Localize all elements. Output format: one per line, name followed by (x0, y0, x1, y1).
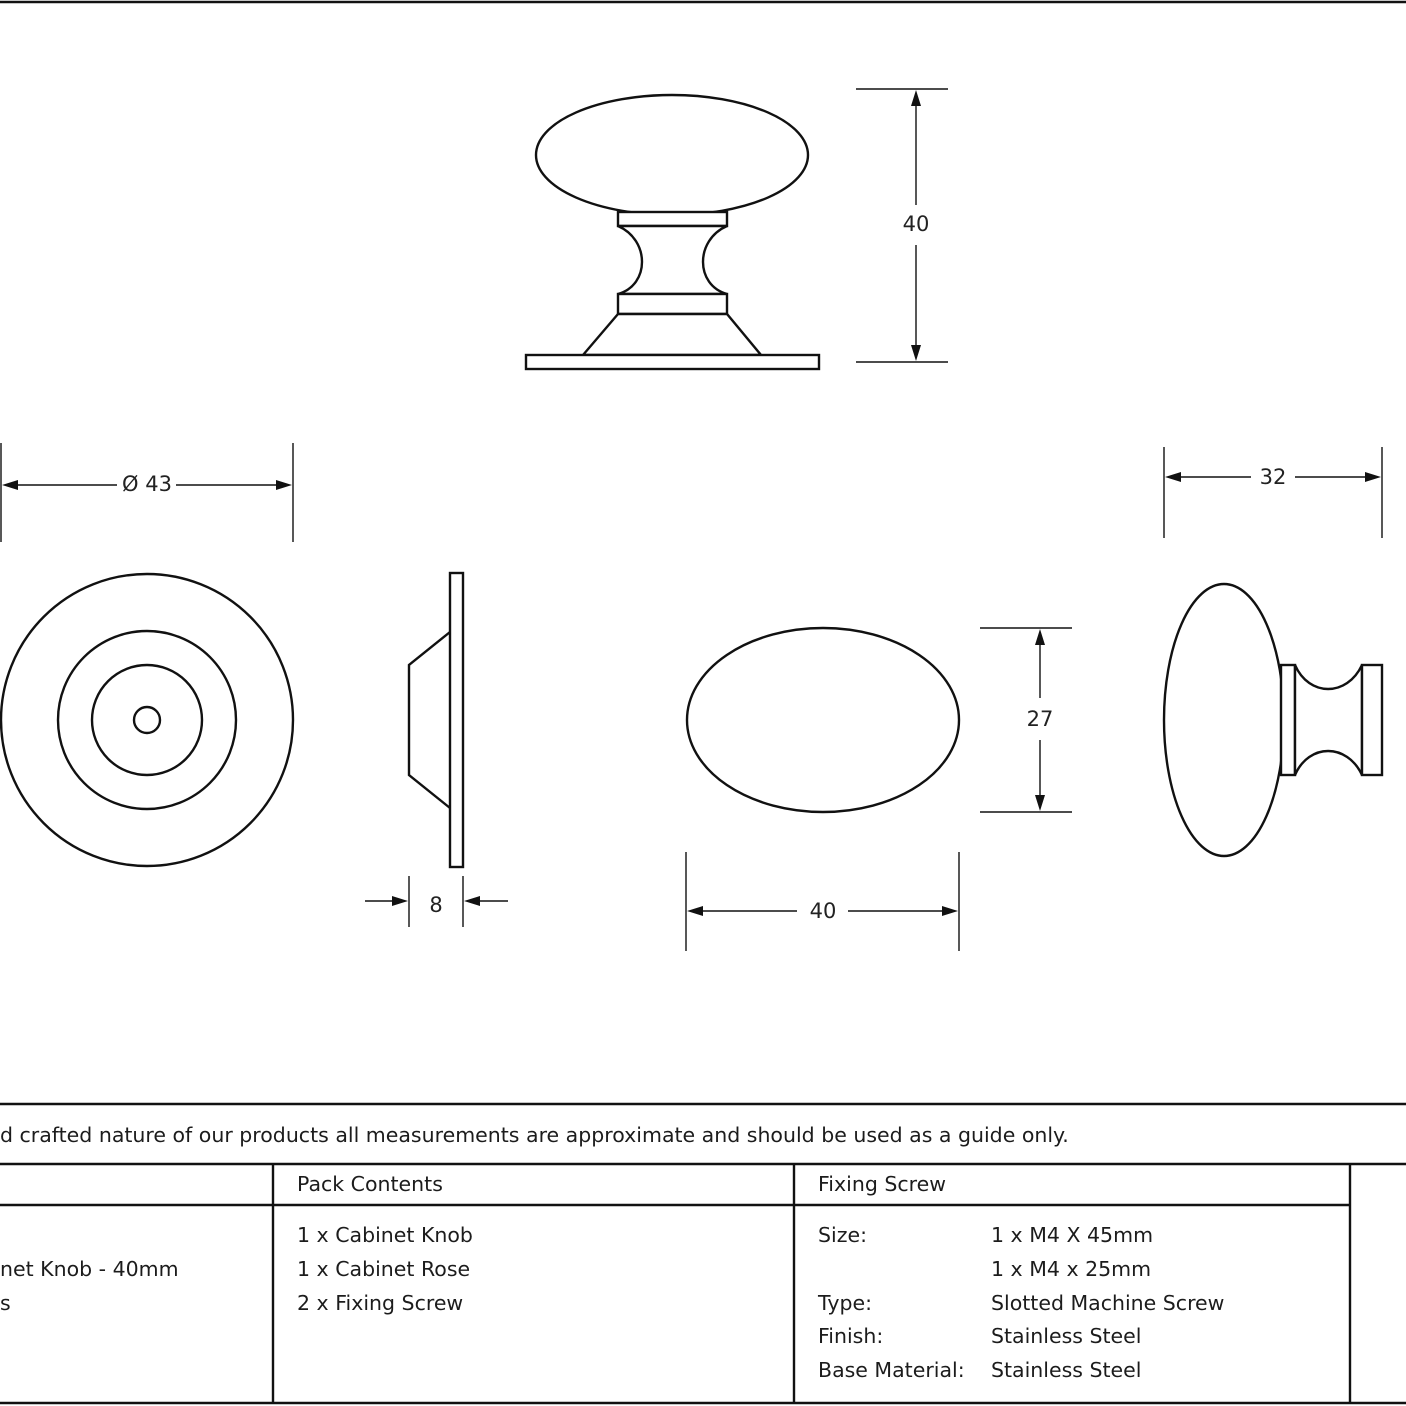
front-rose-cone (580, 312, 764, 357)
finish-value: Stainless Steel (991, 1324, 1142, 1348)
rose-outer-ring (0, 572, 295, 868)
info-table-grid (0, 1102, 1406, 1405)
finish-label: Finish: (818, 1324, 884, 1348)
rose-side-view: 8 (365, 571, 508, 927)
front-neck-bottom-collar (616, 292, 729, 316)
rose-side-plate (448, 571, 465, 869)
fixing-screw-header: Fixing Screw (818, 1172, 946, 1196)
knob-top-view: 27 40 (685, 626, 1072, 951)
front-knob-head (534, 93, 810, 217)
product-name-line2: s (0, 1291, 11, 1315)
knob-side-neck (1293, 664, 1364, 776)
rose-side-cone (407, 631, 451, 809)
knob-side-view: 32 (1162, 447, 1384, 858)
disclaimer-text: d crafted nature of our products all mea… (0, 1123, 1069, 1147)
rose-plan-view: Ø 43 (0, 443, 295, 868)
type-label: Type: (818, 1291, 872, 1315)
size-value-2: 1 x M4 x 25mm (991, 1257, 1152, 1281)
front-rose-plate (524, 353, 821, 371)
base-material-value: Stainless Steel (991, 1358, 1142, 1382)
knob-side-oval (1162, 582, 1286, 858)
rose-screw-hole (132, 705, 162, 735)
pack-item-rose: 1 x Cabinet Rose (297, 1257, 471, 1281)
knob-side-collar-right (1360, 663, 1384, 777)
size-label: Size: (818, 1223, 867, 1247)
pack-contents-header: Pack Contents (297, 1172, 443, 1196)
dim-rose-diameter: Ø 43 (122, 472, 172, 496)
knob-top-oval (685, 626, 961, 814)
dim-knob-height: 27 (1027, 707, 1054, 731)
size-value-1: 1 x M4 X 45mm (991, 1223, 1154, 1247)
dim-rose-depth: 8 (429, 893, 442, 917)
dim-height-front: 40 (903, 212, 930, 236)
front-neck (617, 224, 728, 296)
rose-inner-ring (90, 663, 204, 777)
product-name-line1: net Knob - 40mm (0, 1257, 179, 1281)
knob-side-collar-left (1279, 663, 1297, 777)
dim-side-width: 32 (1260, 465, 1287, 489)
base-material-label: Base Material: (818, 1358, 965, 1382)
front-neck-top-collar (616, 210, 729, 228)
rose-middle-ring (56, 629, 238, 811)
type-value: Slotted Machine Screw (991, 1291, 1225, 1315)
dim-knob-width: 40 (810, 899, 837, 923)
pack-item-knob: 1 x Cabinet Knob (297, 1223, 473, 1247)
front-view: 40 (524, 88, 948, 371)
pack-item-screw: 2 x Fixing Screw (297, 1291, 464, 1315)
